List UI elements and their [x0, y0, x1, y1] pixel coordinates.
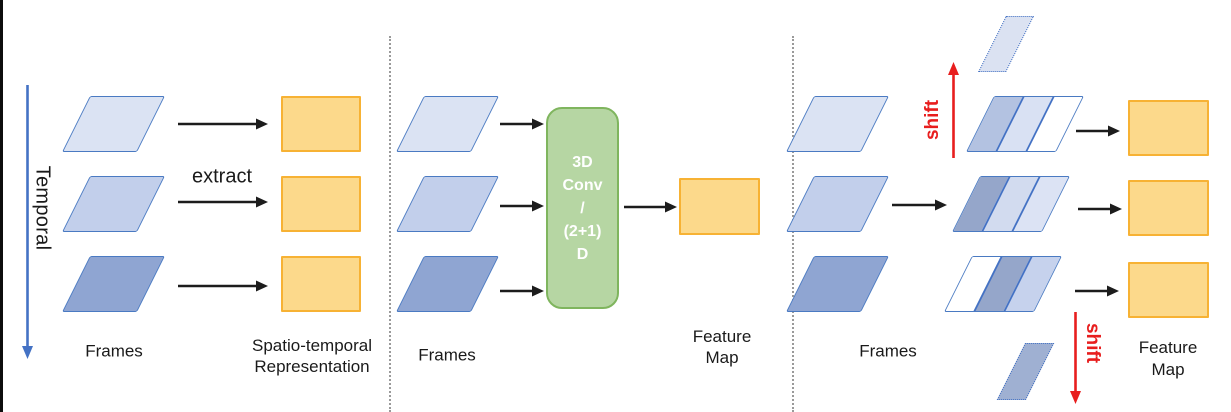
feature-map-label-panel3: Feature Map: [1139, 337, 1198, 381]
figure-left-border: [0, 0, 3, 412]
shift-output-arrow-2: [1078, 203, 1122, 215]
extract-arrow-1: [178, 118, 268, 130]
feature-map-panel3-3: [1128, 262, 1209, 318]
frame-2-panel2: [396, 176, 499, 232]
shift-output-arrow-3: [1075, 285, 1119, 297]
spatio-temporal-rep-2: [281, 176, 361, 232]
frames-label-panel3: Frames: [859, 341, 917, 361]
extract-arrow-2: [178, 196, 268, 208]
shift-up-arrow: [948, 62, 959, 158]
frames-label-panel1: Frames: [85, 341, 143, 361]
feature-map-label-panel2-line2: Map: [705, 348, 739, 367]
conv-input-arrow-1: [500, 118, 544, 130]
conv-box-line1: 3D: [572, 153, 593, 171]
extract-label: extract: [191, 165, 253, 188]
spatio-temporal-rep-1: [281, 96, 361, 152]
spatio-temporal-rep-3: [281, 256, 361, 312]
shift-input-arrow: [892, 199, 947, 211]
shifted-frame-2: [952, 176, 1070, 232]
conv-box-line4: (2+1): [563, 222, 602, 240]
conv-box-line2: Conv: [562, 176, 603, 194]
shift-output-arrow-1: [1076, 125, 1120, 137]
shift-up-label: shift: [922, 99, 943, 141]
frame-1-panel2: [396, 96, 499, 152]
feature-map-panel2: [679, 178, 760, 235]
frame-2: [62, 176, 165, 232]
spatio-temporal-label-line1: Spatio-temporal: [251, 336, 373, 355]
conv-output-arrow: [624, 201, 677, 213]
frames-label-panel2: Frames: [418, 345, 476, 365]
feature-map-label-panel2: Feature Map: [693, 326, 752, 368]
conv-box-line5: D: [576, 245, 589, 263]
shifted-frame-1: [966, 96, 1084, 152]
conv-input-arrow-3: [500, 285, 544, 297]
spatio-temporal-label-line2: Representation: [254, 357, 370, 376]
frame-3: [62, 256, 165, 312]
frame-3-panel2: [396, 256, 499, 312]
conv-box-line3: /: [580, 199, 585, 217]
shift-down-label: shift: [1082, 322, 1103, 364]
shifted-frame-3: [944, 256, 1062, 312]
frame-2-panel3: [786, 176, 889, 232]
shifted-out-slice-bottom: [996, 343, 1055, 400]
panel-separator-1: [389, 36, 391, 412]
temporal-axis-arrow: [22, 85, 33, 359]
frame-1-panel3: [786, 96, 889, 152]
spatio-temporal-label: Spatio-temporal Representation: [252, 335, 372, 377]
temporal-axis-label: Temporal: [31, 165, 54, 251]
shifted-out-slice-top: [978, 16, 1034, 72]
extract-arrow-3: [178, 280, 268, 292]
feature-map-panel3-2: [1128, 180, 1209, 236]
conv-input-arrow-2: [500, 200, 544, 212]
shift-down-arrow: [1070, 312, 1081, 404]
feature-map-label-panel3-line1: Feature: [1138, 338, 1198, 357]
frame-3-panel3: [786, 256, 889, 312]
conv-3d-box: 3D Conv / (2+1) D: [546, 107, 619, 309]
feature-map-label-panel3-line2: Map: [1151, 360, 1185, 379]
frame-1: [62, 96, 165, 152]
feature-map-label-panel2-line1: Feature: [692, 327, 752, 346]
feature-map-panel3-1: [1128, 100, 1209, 156]
